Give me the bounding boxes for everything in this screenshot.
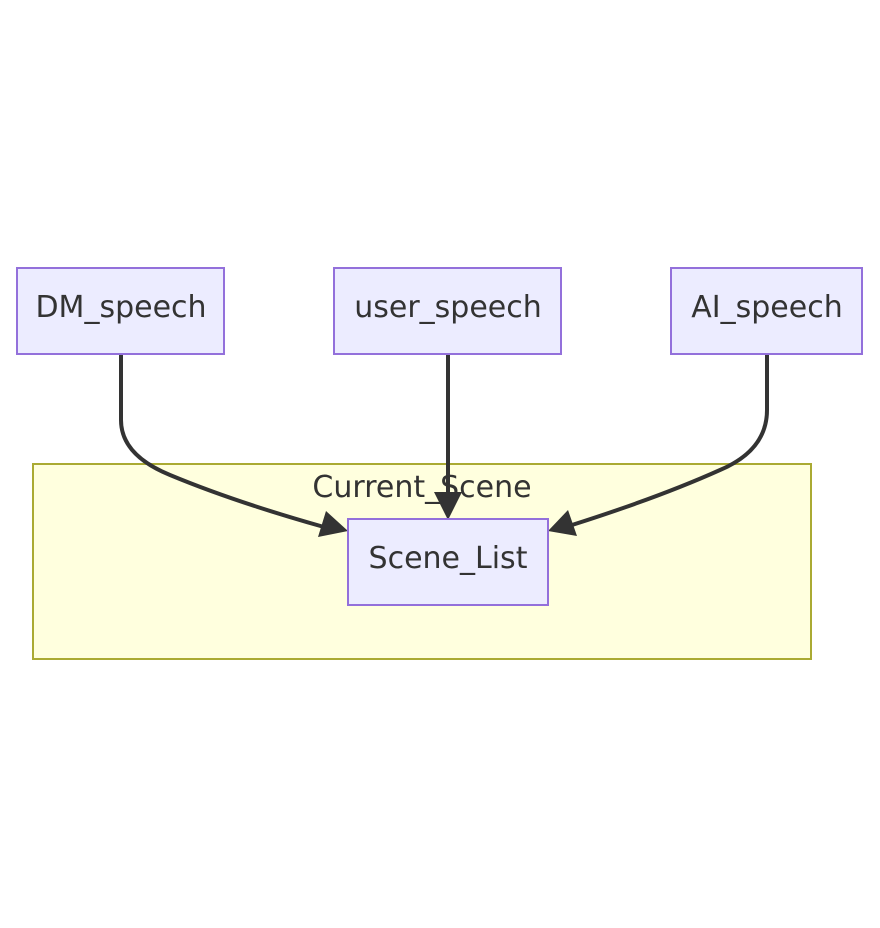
node-label-user-speech: user_speech [354,290,542,325]
node-ai-speech[interactable]: AI_speech [670,267,863,355]
cluster-label: Current_Scene [312,470,531,505]
node-label-dm-speech: DM_speech [35,290,206,325]
node-label-scene-list: Scene_List [369,541,528,576]
node-label-ai-speech: AI_speech [691,290,842,325]
node-dm-speech[interactable]: DM_speech [16,267,225,355]
edge-ai-to-scene-list [571,354,769,527]
node-user-speech[interactable]: user_speech [333,267,562,355]
node-box [333,267,562,355]
node-box [670,267,863,355]
node-box [16,267,225,355]
edges [119,354,769,537]
node-box [347,518,549,606]
edge-dm-to-scene-list [119,354,325,529]
arrowhead-dm [318,511,348,537]
node-scene-list[interactable]: Scene_List [347,518,549,606]
arrowhead-ai [548,510,577,536]
arrowhead-user [434,492,462,520]
